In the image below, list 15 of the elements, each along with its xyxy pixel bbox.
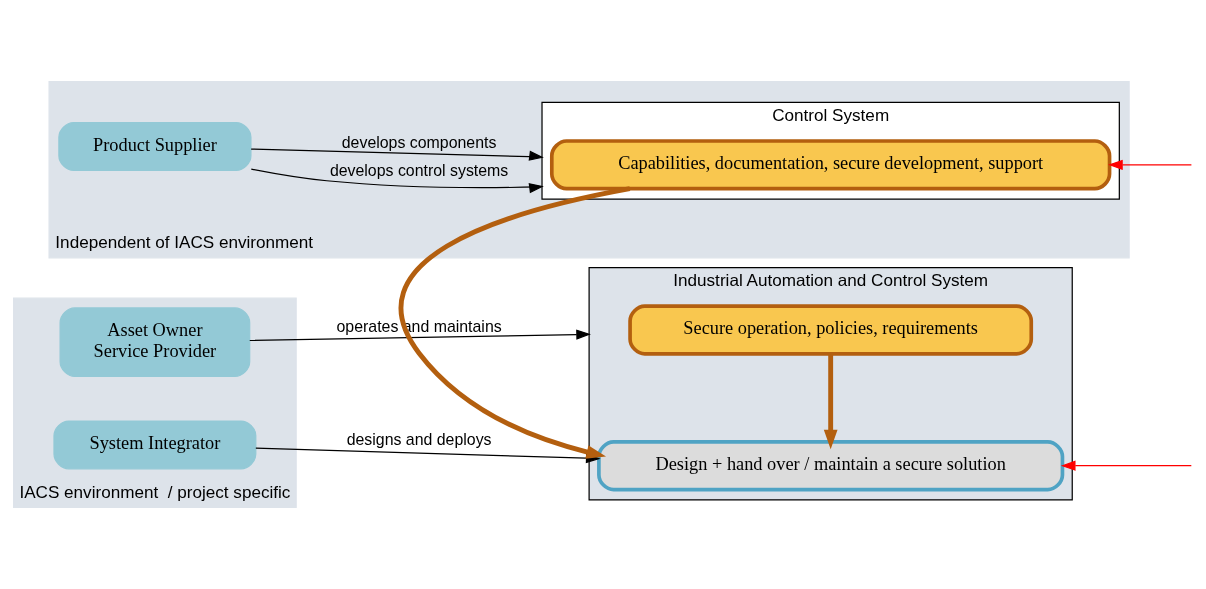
- edge-label: designs and deploys: [346, 431, 492, 449]
- arrow: [249, 329, 591, 342]
- node-box: System Integrator: [53, 420, 257, 470]
- arrow: [250, 168, 544, 194]
- edge-label: develops control systems: [329, 162, 509, 180]
- node-box: Secure operation, policies, requirements: [628, 304, 1034, 356]
- node-box: Product Supplier: [58, 122, 252, 171]
- arrow: [250, 148, 544, 161]
- arrow: [1108, 159, 1192, 170]
- node-box: Design + hand over / maintain a secure solution: [597, 440, 1065, 492]
- arrow: [1060, 460, 1192, 471]
- arrow: [823, 354, 838, 450]
- edge-label: develops components: [341, 134, 497, 152]
- node-box: Capabilities, documentation, secure development, support: [549, 139, 1112, 191]
- node-box: Asset Owner Service Provider: [59, 307, 251, 378]
